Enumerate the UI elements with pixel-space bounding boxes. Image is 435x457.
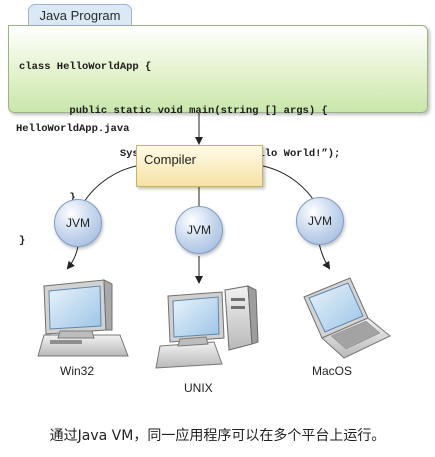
figure-caption: 通过Java VM，同一应用程序可以在多个平台上运行。 — [49, 428, 386, 444]
code-line: class HelloWorldApp { — [19, 61, 152, 73]
jvm-node-unix: JVM — [175, 206, 223, 254]
code-line: public static void main(string [] args) … — [19, 104, 328, 117]
platform-label-win32: Win32 — [60, 364, 95, 378]
jvm-node-macos: JVM — [296, 197, 344, 245]
code-line: } — [19, 235, 26, 247]
unix-workstation-icon — [155, 285, 259, 369]
win32-computer-icon — [37, 279, 129, 357]
jvm-right-to-macos-arrow — [318, 242, 331, 270]
jvm-left-to-win32-arrow — [66, 245, 79, 270]
code-line: } — [19, 191, 76, 204]
compiler-label: Compiler — [144, 152, 197, 167]
java-program-tab: Java Program — [28, 4, 132, 26]
platform-label-macos: MacOS — [312, 364, 353, 378]
macos-laptop-icon — [303, 277, 391, 359]
compiler-box — [136, 145, 263, 187]
source-file-name: HelloWorldApp.java — [16, 123, 130, 135]
platform-label-unix: UNIX — [184, 381, 213, 395]
source-code-box: class HelloWorldApp { public static void… — [8, 25, 428, 247]
jvm-node-win32: JVM — [54, 199, 102, 247]
